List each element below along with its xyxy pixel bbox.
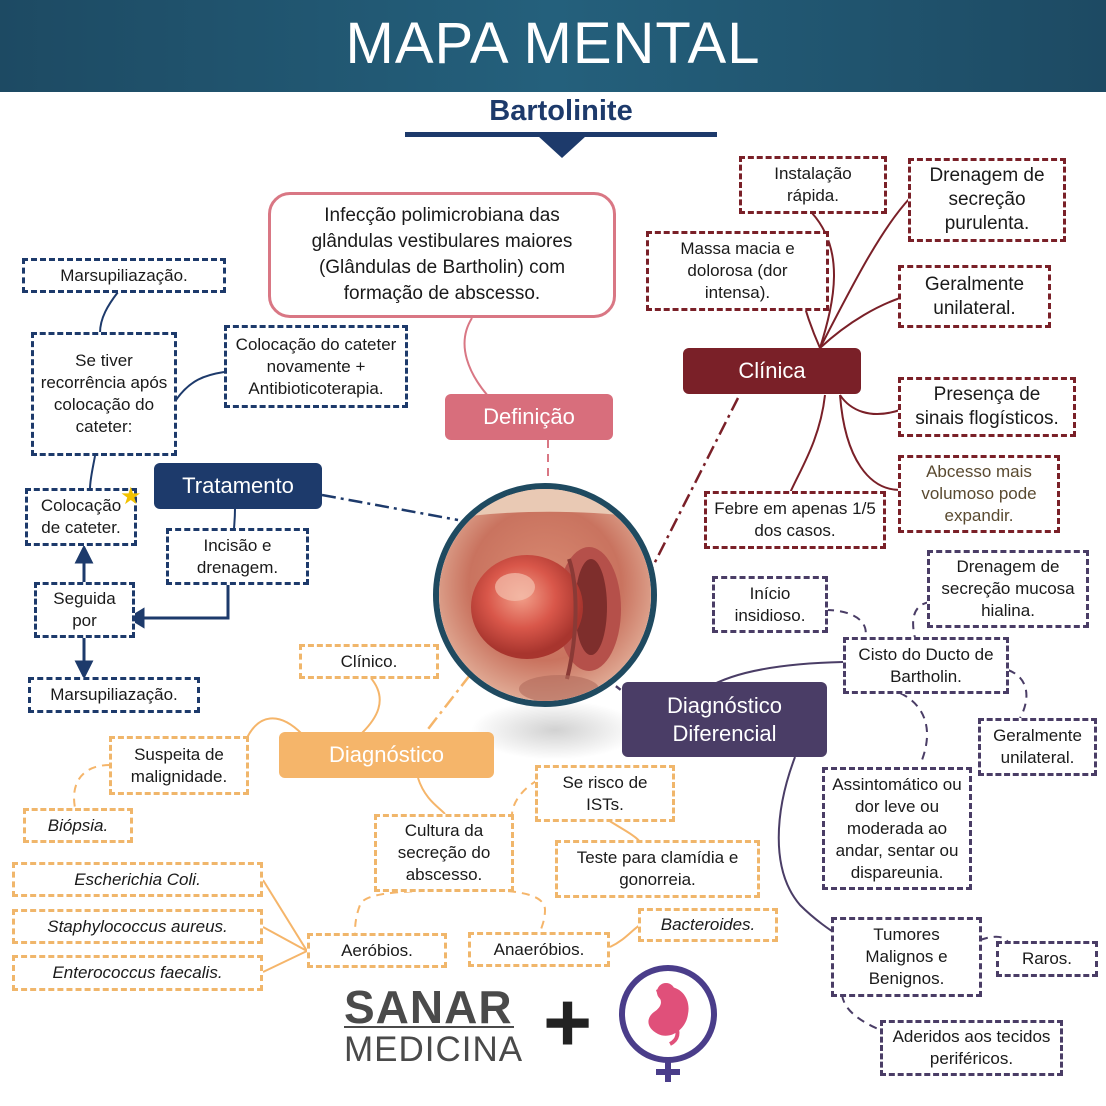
clinica-item: Geralmente unilateral.: [898, 265, 1051, 328]
star-icon: ★: [120, 483, 142, 510]
clinica-item: Massa macia e dolorosa (dor intensa).: [646, 231, 829, 311]
plus-icon: +: [543, 975, 593, 1069]
tratamento-item: Colocação de cateter.: [25, 488, 137, 546]
diagnostico-item: Biópsia.: [23, 808, 133, 843]
diferencial-item: Cisto do Ducto de Bartholin.: [843, 637, 1009, 694]
diagnostico-item: Staphylococcus aureus.: [12, 909, 263, 944]
logo-divider: [344, 1026, 514, 1028]
diagnostico-item: Se risco de ISTs.: [535, 765, 675, 822]
clinica-hub: Clínica: [683, 348, 861, 394]
clinica-item: Drenagem de secreção purulenta.: [908, 158, 1066, 242]
diferencial-item: Assintomático ou dor leve ou moderada ao…: [822, 767, 972, 890]
diagnostico-item: Aeróbios.: [307, 933, 447, 968]
clinica-item: Instalação rápida.: [739, 156, 887, 214]
tratamento-item: Marsupiliazação.: [28, 677, 200, 713]
diferencial-item: Drenagem de secreção mucosa hialina.: [927, 550, 1089, 628]
tratamento-hub: Tratamento: [154, 463, 322, 509]
subtitle-underline: [405, 132, 717, 137]
logo-medicina: MEDICINA: [344, 1030, 524, 1069]
diferencial-item: Raros.: [996, 941, 1098, 977]
female-symbol-icon: [619, 965, 717, 1082]
tratamento-item: Incisão e drenagem.: [166, 528, 309, 585]
diagnostico-item: Clínico.: [299, 644, 439, 679]
definicao-hub: Definição: [445, 394, 613, 440]
tratamento-item: Seguida por: [34, 582, 135, 638]
photo-shadow: [470, 700, 640, 760]
tratamento-item: Marsupiliazação.: [22, 258, 226, 293]
page-title: MAPA MENTAL: [345, 11, 761, 76]
diferencial-item: Início insidioso.: [712, 576, 828, 633]
clinica-item: Febre em apenas 1/5 dos casos.: [704, 491, 886, 549]
diagnostico-item: Escherichia Coli.: [12, 862, 263, 897]
diferencial-item: Geralmente unilateral.: [978, 718, 1097, 776]
definition-box: Infecção polimicrobiana das glândulas ve…: [268, 192, 616, 318]
tratamento-item: Colocação do cateter novamente + Antibio…: [224, 325, 408, 408]
diagnostico-hub: Diagnóstico: [279, 732, 494, 778]
diagnostico-item: Enterococcus faecalis.: [12, 955, 263, 991]
header-banner: MAPA MENTAL: [0, 0, 1106, 92]
clinical-photo: [433, 483, 657, 707]
diagnostico-item: Suspeita de malignidade.: [109, 736, 249, 795]
diferencial-item: Tumores Malignos e Benignos.: [831, 917, 982, 997]
tratamento-item: Se tiver recorrência após colocação do c…: [31, 332, 177, 456]
clinica-item: Presença de sinais flogísticos.: [898, 377, 1076, 437]
subtitle: Bartolinite: [489, 95, 633, 127]
diferencial-item: Aderidos aos tecidos periféricos.: [880, 1020, 1063, 1076]
logo-sanar: SANAR: [344, 981, 513, 1033]
diagnostico-item: Bacteroides.: [638, 908, 778, 942]
clinica-item: Abcesso mais volumoso pode expandir.: [898, 455, 1060, 533]
diagnostico-item: Teste para clamídia e gonorreia.: [555, 840, 760, 898]
subtitle-arrow-icon: [538, 136, 586, 158]
diagnostico-item: Anaeróbios.: [468, 932, 610, 967]
diferencial-hub: Diagnóstico Diferencial: [622, 682, 827, 757]
diagnostico-item: Cultura da secreção do abscesso.: [374, 814, 514, 892]
